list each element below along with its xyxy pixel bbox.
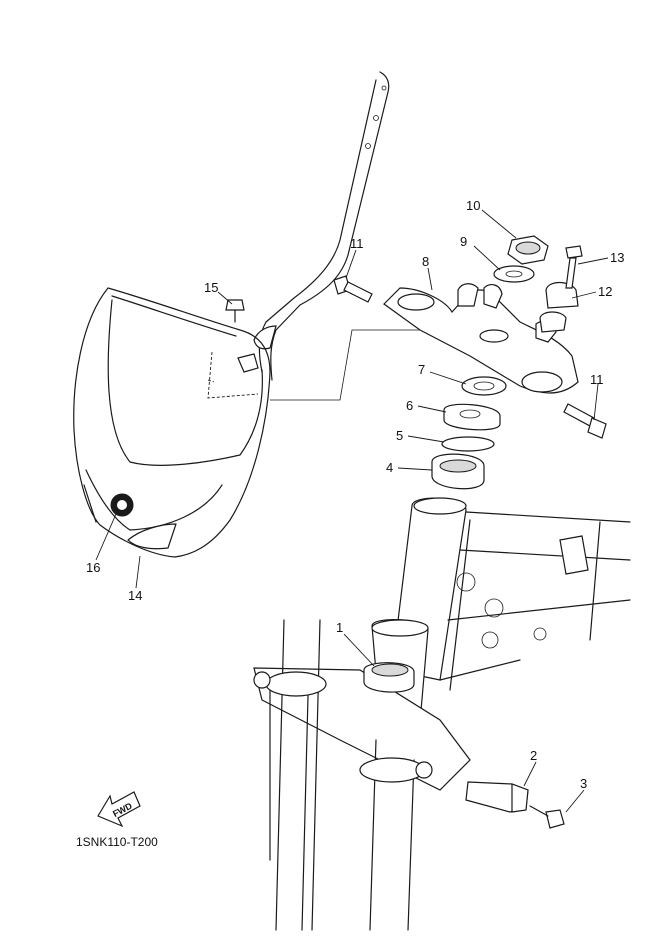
steering-nut bbox=[507, 235, 549, 265]
screw-15 bbox=[225, 299, 245, 323]
bolt-13 bbox=[565, 245, 583, 289]
washer-9 bbox=[493, 265, 535, 283]
washer-6 bbox=[443, 403, 501, 431]
fwd-arrow: FWD bbox=[97, 791, 141, 828]
emblem bbox=[110, 493, 134, 517]
frame bbox=[391, 497, 631, 691]
leaders bbox=[95, 209, 609, 813]
callout-11-right: 11 bbox=[590, 372, 604, 387]
ring-nut bbox=[461, 376, 507, 396]
callout-5: 5 bbox=[396, 428, 403, 443]
bearing-lower bbox=[363, 662, 415, 693]
callout-4: 4 bbox=[386, 460, 393, 475]
bolt-11-left bbox=[333, 275, 373, 303]
callout-14: 14 bbox=[128, 588, 142, 603]
seal bbox=[441, 436, 495, 452]
callout-13: 13 bbox=[610, 250, 624, 265]
callout-8: 8 bbox=[422, 254, 429, 269]
reference-line bbox=[270, 329, 467, 401]
cable-guide bbox=[465, 781, 529, 813]
callout-1: 1 bbox=[336, 620, 343, 635]
callout-6: 6 bbox=[406, 398, 413, 413]
callout-16: 16 bbox=[86, 560, 100, 575]
handlebar-holder bbox=[539, 281, 579, 333]
callout-9: 9 bbox=[460, 234, 467, 249]
callout-2: 2 bbox=[530, 748, 537, 763]
callout-12: 12 bbox=[598, 284, 612, 299]
callout-15: 15 bbox=[204, 280, 218, 295]
bearing-upper bbox=[431, 453, 485, 490]
callout-3: 3 bbox=[580, 776, 587, 791]
bolt-3 bbox=[529, 805, 565, 829]
bolt-11-right bbox=[563, 403, 607, 439]
callout-10: 10 bbox=[466, 198, 480, 213]
diagram-code: 1SNK110-T200 bbox=[76, 835, 158, 849]
callout-11-left: 11 bbox=[350, 236, 364, 251]
callouts: 1 2 3 4 5 6 7 8 9 10 11 11 12 13 14 15 1… bbox=[86, 198, 624, 791]
callout-7: 7 bbox=[418, 362, 425, 377]
number-plate bbox=[73, 71, 390, 558]
grommet bbox=[237, 353, 259, 373]
